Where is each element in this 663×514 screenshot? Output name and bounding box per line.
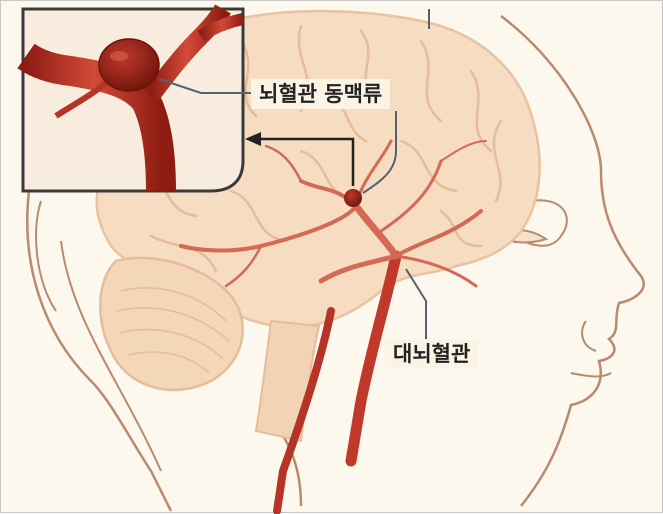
aneurysm-marker (344, 189, 362, 207)
inset-aneurysm-sac (99, 39, 159, 91)
head-outline (501, 16, 644, 506)
nostril-outline (582, 321, 596, 351)
aneurysm-label: 뇌혈관 동맥류 (251, 79, 390, 109)
lips-outline (571, 373, 611, 376)
cerebral-vessel-label: 대뇌혈관 (385, 339, 478, 369)
inset-panel (23, 9, 243, 191)
